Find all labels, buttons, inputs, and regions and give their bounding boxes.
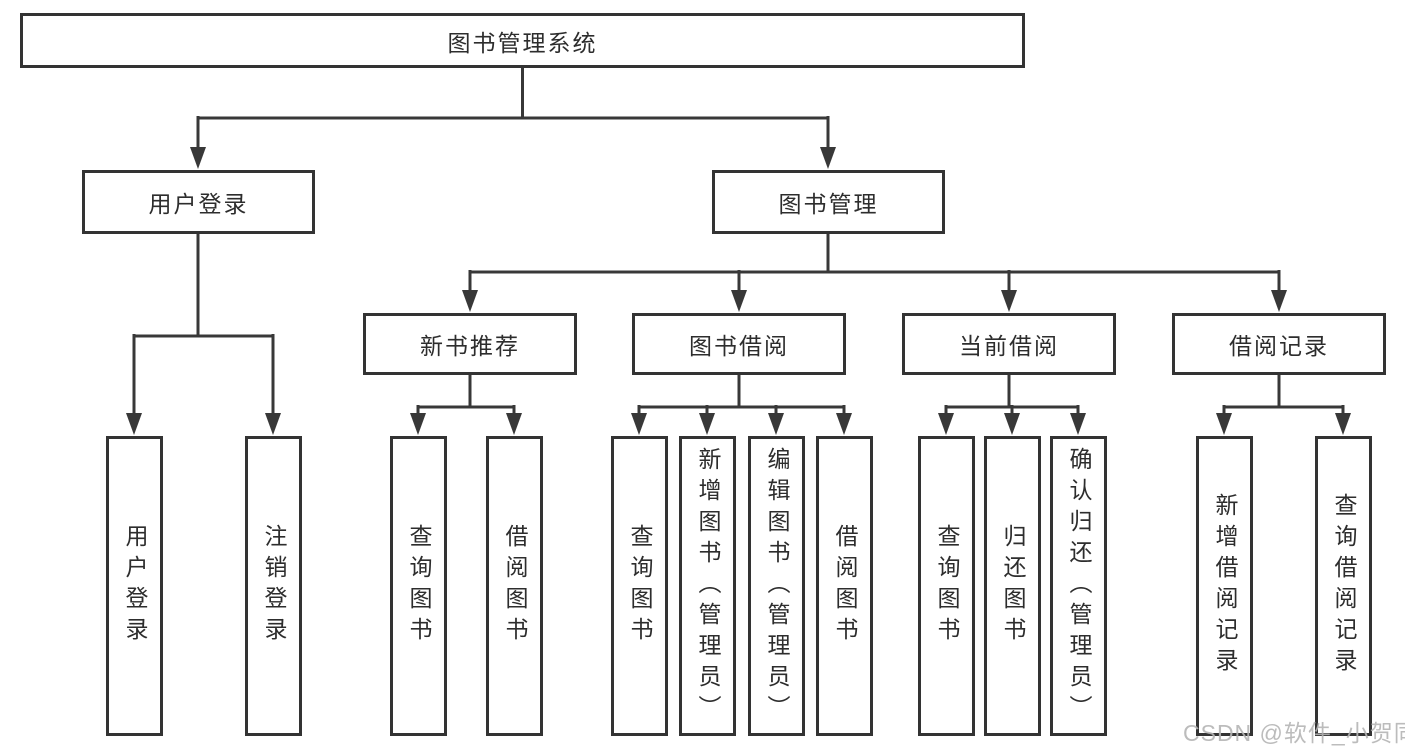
- leaf-nbr-borrow-books: 借阅图书: [486, 436, 543, 736]
- connector-user-login-to-leaves: [126, 234, 281, 435]
- leaf-cb-query-books: 查询图书: [918, 436, 975, 736]
- leaf-br-query-record: 查询借阅记录: [1315, 436, 1372, 736]
- connector-borrowing-records-to-leaves: [1216, 375, 1351, 435]
- watermark: CSDN @软件_小贺同学: [1183, 720, 1405, 746]
- leaf-cb-confirm-return-admin: 确认归还（管理员）: [1050, 436, 1107, 736]
- leaf-bb-add-books-admin: 新增图书（管理员）: [679, 436, 736, 736]
- node-current-borrowing: 当前借阅: [902, 313, 1116, 375]
- leaf-bb-query-books: 查询图书: [611, 436, 668, 736]
- node-book-borrowing: 图书借阅: [632, 313, 846, 375]
- leaf-cb-return-books: 归还图书: [984, 436, 1041, 736]
- leaf-bb-borrow-books: 借阅图书: [816, 436, 873, 736]
- node-library-management-system: 图书管理系统: [20, 13, 1025, 68]
- node-book-management: 图书管理: [712, 170, 945, 234]
- leaf-user-login: 用户登录: [106, 436, 163, 736]
- connector-current-borrowing-to-leaves: [938, 375, 1086, 435]
- leaf-logout: 注销登录: [245, 436, 302, 736]
- connector-book-borrowing-to-leaves: [631, 375, 852, 435]
- connector-book-management-to-level3: [462, 234, 1287, 312]
- node-borrowing-records: 借阅记录: [1172, 313, 1386, 375]
- connector-root-to-level2: [190, 68, 836, 169]
- connector-new-book-recommendation-to-leaves: [410, 375, 522, 435]
- node-user-login: 用户登录: [82, 170, 315, 234]
- leaf-br-add-record: 新增借阅记录: [1196, 436, 1253, 736]
- node-new-book-recommendation: 新书推荐: [363, 313, 577, 375]
- leaf-nbr-query-books: 查询图书: [390, 436, 447, 736]
- leaf-bb-edit-books-admin: 编辑图书（管理员）: [748, 436, 805, 736]
